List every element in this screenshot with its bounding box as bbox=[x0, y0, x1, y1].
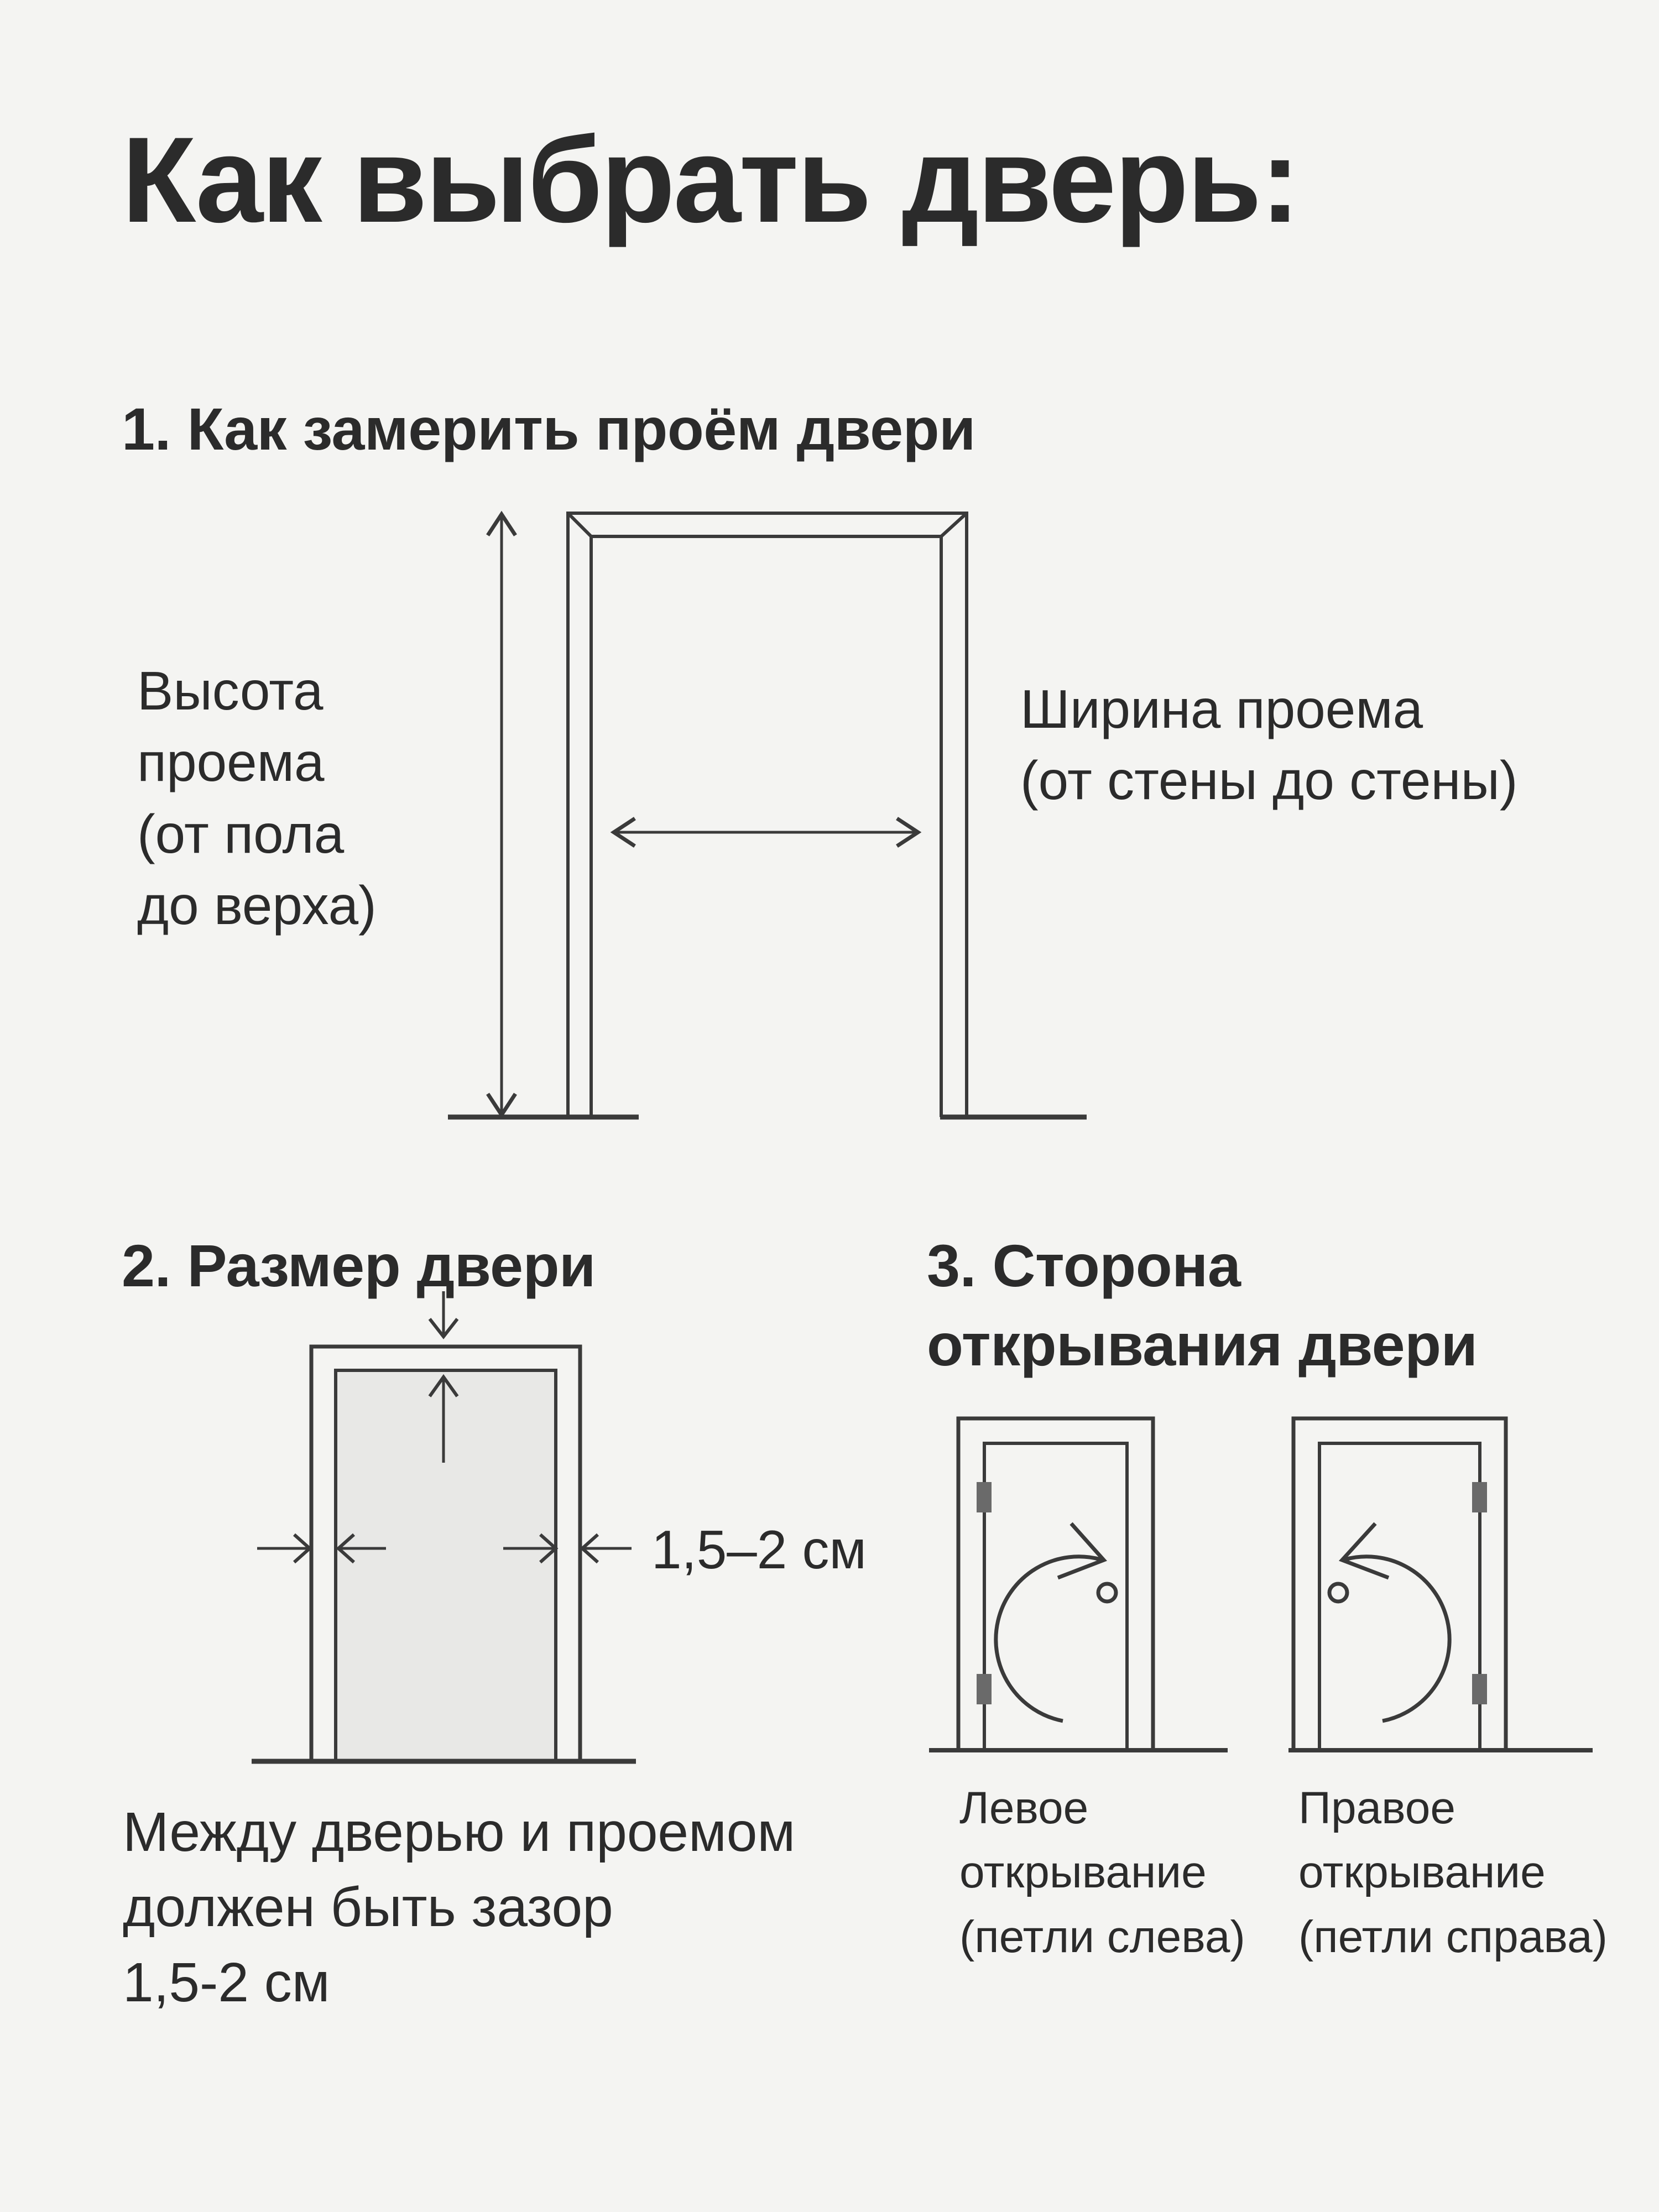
hinge-icon bbox=[1472, 1674, 1487, 1704]
door-knob-icon bbox=[1096, 1582, 1118, 1604]
gap-size-label: 1,5–2 см bbox=[651, 1519, 867, 1580]
height-arrow-icon bbox=[486, 510, 517, 1119]
gap-top-arrow-icon bbox=[428, 1291, 459, 1339]
door-leaf-icon bbox=[334, 1369, 557, 1763]
section3-heading: 3. Сторона открывания двери bbox=[927, 1227, 1478, 1384]
left-opening-door-diagram bbox=[929, 1416, 1228, 1752]
label-line: проема bbox=[137, 732, 325, 793]
gap-note: Между дверью и проемом должен быть зазор… bbox=[123, 1794, 795, 2020]
label-line: (от пола bbox=[137, 803, 345, 864]
label-line: Левое bbox=[959, 1783, 1089, 1833]
label-line: до верха) bbox=[137, 875, 377, 936]
swing-arc-right-icon bbox=[994, 1522, 1107, 1723]
label-line: открывание bbox=[959, 1847, 1207, 1898]
swing-arc-left-icon bbox=[1338, 1522, 1452, 1723]
label-line: Правое bbox=[1298, 1783, 1455, 1833]
note-line: должен быть зазор bbox=[123, 1876, 613, 1938]
door-gap-diagram bbox=[252, 1291, 636, 1764]
door-frame-icon bbox=[566, 512, 968, 1117]
heading-line: открывания двери bbox=[927, 1311, 1478, 1378]
door-knob-icon bbox=[1327, 1582, 1349, 1604]
label-line: (от стены до стены) bbox=[1020, 750, 1518, 811]
hinge-icon bbox=[977, 1482, 992, 1512]
opening-outline-icon bbox=[309, 1344, 582, 1761]
gap-up-arrow-icon bbox=[428, 1374, 459, 1463]
note-line: 1,5-2 см bbox=[123, 1952, 330, 2013]
width-arrow-icon bbox=[610, 817, 922, 848]
opening-width-label: Ширина проема (от стены до стены) bbox=[1020, 674, 1518, 817]
door-leaf-icon bbox=[1318, 1442, 1481, 1752]
door-opening-measure-diagram bbox=[448, 510, 1087, 1120]
left-opening-label: Левое открывание (петли слева) bbox=[959, 1776, 1245, 1969]
section2-heading: 2. Размер двери bbox=[122, 1232, 596, 1299]
right-opening-label: Правое открывание (петли справа) bbox=[1298, 1776, 1608, 1969]
gap-side-arrows-icon bbox=[257, 1533, 632, 1564]
label-line: открывание bbox=[1298, 1847, 1546, 1898]
opening-height-label: Высота проема (от пола до верха) bbox=[137, 655, 377, 941]
hinge-icon bbox=[977, 1674, 992, 1704]
label-line: Ширина проема bbox=[1020, 679, 1423, 739]
section1-heading: 1. Как замерить проём двери bbox=[122, 395, 975, 462]
hinge-icon bbox=[1472, 1482, 1487, 1512]
note-line: Между дверью и проемом bbox=[123, 1801, 796, 1863]
right-opening-door-diagram bbox=[1288, 1416, 1593, 1752]
label-line: Высота bbox=[137, 660, 324, 721]
label-line: (петли справа) bbox=[1298, 1911, 1608, 1962]
heading-line: 3. Сторона bbox=[927, 1232, 1241, 1299]
door-frame-icon bbox=[956, 1416, 1155, 1750]
page-title: Как выбрать дверь: bbox=[122, 112, 1301, 248]
label-line: (петли слева) bbox=[959, 1911, 1245, 1962]
door-frame-icon bbox=[1291, 1416, 1508, 1750]
